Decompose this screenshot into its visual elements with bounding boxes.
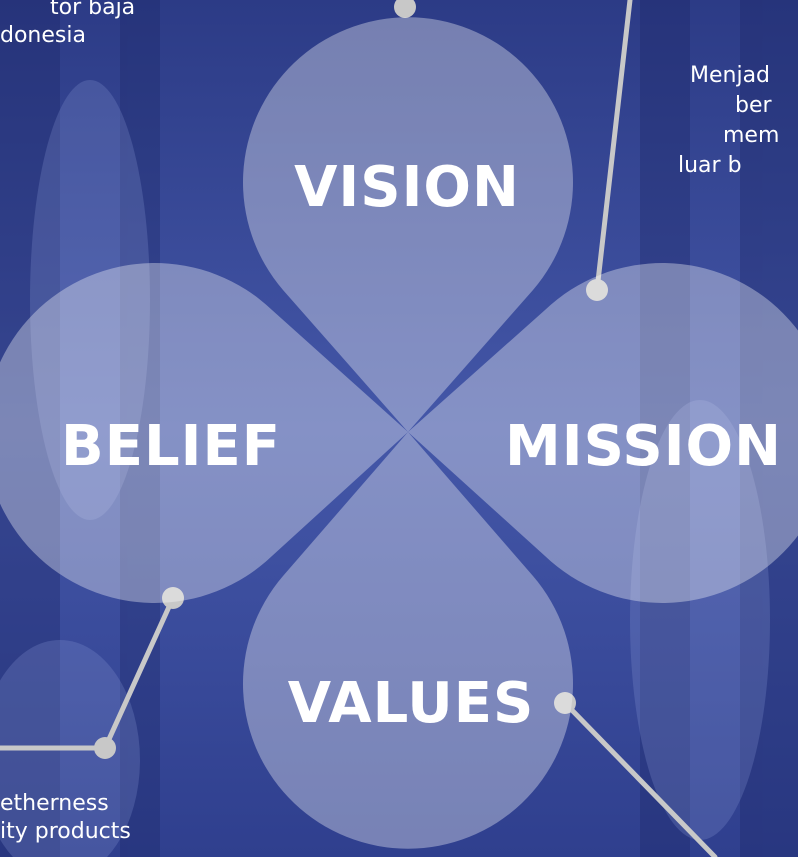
belief-label: BELIEF: [61, 414, 281, 479]
top-left-text: tor baja donesia: [0, 0, 136, 48]
belief-petal: [0, 263, 408, 603]
mission-label: MISSION: [505, 414, 783, 479]
bottom-left-text: etherness ity products: [0, 791, 131, 844]
mission-petal: [408, 263, 798, 603]
values-label: VALUES: [287, 671, 535, 736]
vision-label: VISION: [294, 155, 520, 220]
vision-petal: [242, 17, 573, 432]
values-petal: [242, 432, 573, 849]
